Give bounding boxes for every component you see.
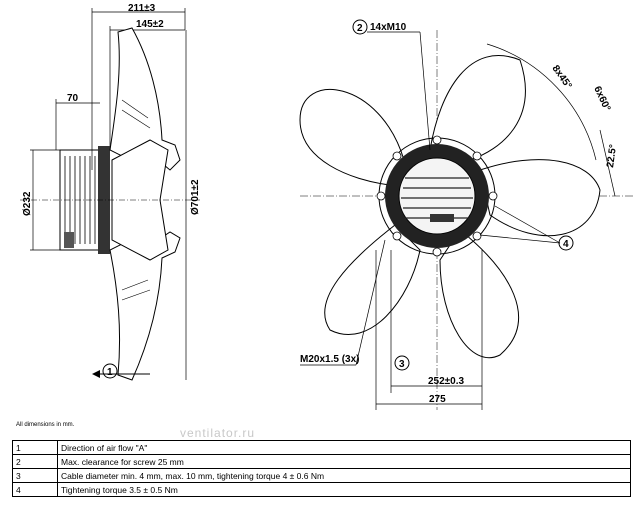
legend-number: 1 xyxy=(12,440,58,455)
callout-4 xyxy=(558,235,574,251)
callout-1-label: 1 xyxy=(107,367,113,378)
dim-hole-pattern-a: 8x45° xyxy=(550,63,574,91)
callout-4-label: 4 xyxy=(563,239,569,250)
dim-overall-depth: 211±3 xyxy=(128,3,156,14)
dim-motor-offset: 70 xyxy=(67,93,79,104)
legend-text: Cable diameter min. 4 mm, max. 10 mm, ti… xyxy=(57,468,631,483)
legend-number: 3 xyxy=(12,468,58,483)
dim-angle: 22.5° xyxy=(605,144,619,169)
legend-row: 3 Cable diameter min. 4 mm, max. 10 mm, … xyxy=(12,468,631,483)
dim-blade-depth: 145±2 xyxy=(136,19,164,30)
watermark: ventilator.ru xyxy=(180,426,256,440)
legend-row: 4 Tightening torque 3.5 ± 0.5 Nm xyxy=(12,482,631,497)
callout-3-label: 3 xyxy=(399,359,405,370)
units-note: All dimensions in mm. xyxy=(16,422,75,428)
legend-text: Tightening torque 3.5 ± 0.5 Nm xyxy=(57,482,631,497)
legend-number: 4 xyxy=(12,482,58,497)
dim-hole-pattern-b: 6x60° xyxy=(591,85,612,113)
callout-3 xyxy=(394,355,410,371)
impeller-blades xyxy=(299,55,601,359)
front-view: 2 14xM10 8x45° 6x60° 22.5° 4 M20x1.5 (3x… xyxy=(299,19,635,410)
dim-flange-width: 275 xyxy=(429,394,446,405)
dim-bolt-distance: 252±0.3 xyxy=(428,376,465,387)
legend-number: 2 xyxy=(12,454,58,469)
legend-row: 1 Direction of air flow "A" xyxy=(12,440,631,455)
callout-1 xyxy=(102,363,118,379)
dim-cable-gland: M20x1.5 (3x) xyxy=(300,354,359,365)
side-view: 211±3 145±2 70 Ø232 Ø701±2 xyxy=(20,3,201,381)
callout-2 xyxy=(352,19,368,35)
fan-technical-drawing: 211±3 145±2 70 Ø232 Ø701±2 xyxy=(20,3,635,410)
dim-motor-diameter: Ø232 xyxy=(22,191,33,216)
dim-thread-holes: 14xM10 xyxy=(370,22,407,33)
legend-text: Direction of air flow "A" xyxy=(57,440,631,455)
legend-text: Max. clearance for screw 25 mm xyxy=(57,454,631,469)
legend-table: 1 Direction of air flow "A" 2 Max. clear… xyxy=(12,440,631,497)
legend-row: 2 Max. clearance for screw 25 mm xyxy=(12,454,631,469)
dim-impeller-diameter: Ø701±2 xyxy=(190,179,201,215)
callout-2-label: 2 xyxy=(357,23,363,34)
